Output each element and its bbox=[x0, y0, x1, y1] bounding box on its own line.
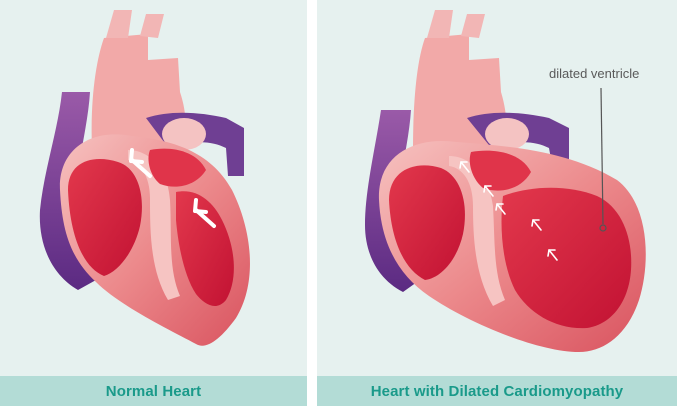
caption-normal-heart: Normal Heart bbox=[106, 383, 201, 400]
dilated-heart-illustration bbox=[317, 0, 677, 376]
caption-dilated-heart: Heart with Dilated Cardiomyopathy bbox=[371, 383, 624, 400]
panel-dilated-heart: dilated ventricle Heart with Dilated Car… bbox=[317, 0, 677, 406]
caption-bar: Heart with Dilated Cardiomyopathy bbox=[317, 376, 677, 406]
panel-normal-heart: Normal Heart bbox=[0, 0, 307, 406]
caption-bar: Normal Heart bbox=[0, 376, 307, 406]
normal-heart-illustration bbox=[0, 0, 307, 376]
annotation-dilated-ventricle: dilated ventricle bbox=[549, 66, 639, 81]
